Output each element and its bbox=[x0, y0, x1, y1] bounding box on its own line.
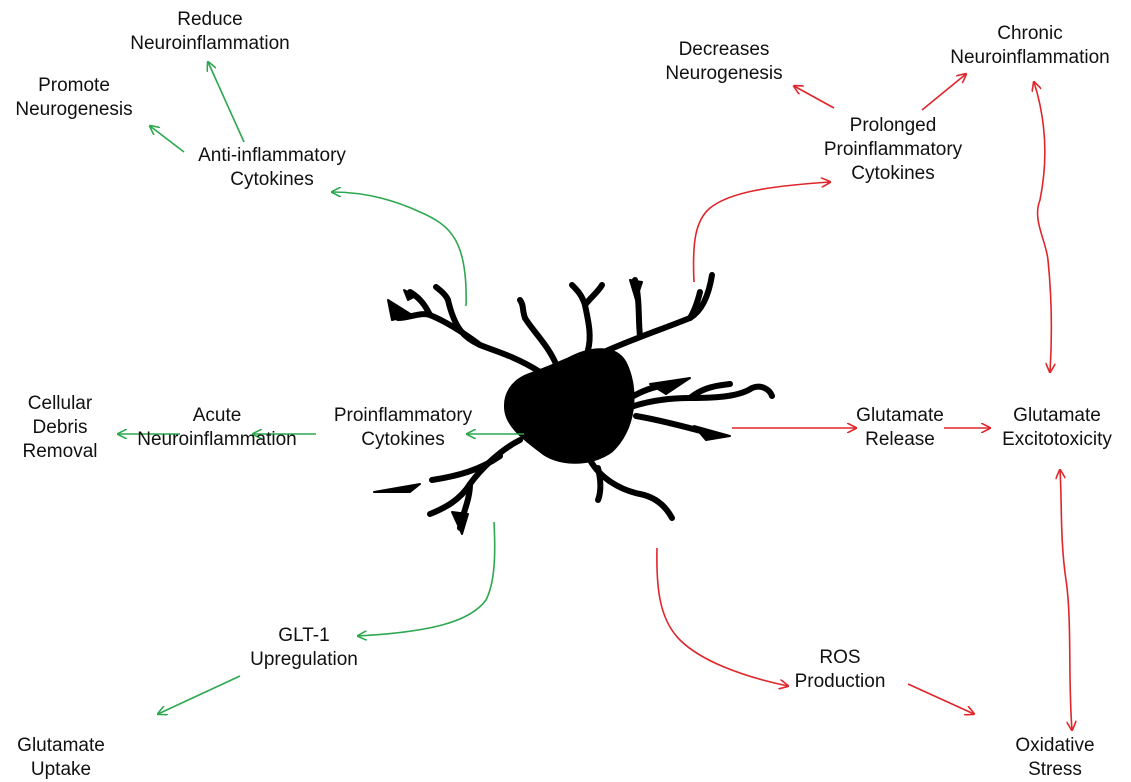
arrow-anti-inflammatory-to-reduce bbox=[208, 62, 244, 142]
label-line: ROS bbox=[795, 646, 886, 670]
label-line: Removal bbox=[23, 440, 98, 464]
label-prolonged-proinflammatory-cytokines: Prolonged Proinflammatory Cytokines bbox=[824, 114, 962, 186]
label-proinflammatory-cytokines: Proinflammatory Cytokines bbox=[334, 404, 472, 452]
label-line: Glutamate bbox=[856, 404, 944, 428]
label-acute-neuroinflammation: Acute Neuroinflammation bbox=[137, 404, 296, 452]
label-line: Upregulation bbox=[250, 648, 358, 672]
label-cellular-debris-removal: Cellular Debris Removal bbox=[23, 392, 98, 464]
label-glutamate-release: Glutamate Release bbox=[856, 404, 944, 452]
arrow-microglia-to-ros bbox=[657, 548, 788, 686]
arrow-microglia-to-anti-inflammatory bbox=[332, 192, 466, 306]
microglia-process-tip bbox=[650, 378, 690, 394]
label-oxidative-stress: Oxidative Stress bbox=[1015, 734, 1094, 782]
label-line: Release bbox=[856, 428, 944, 452]
arrow-ros-to-oxidative bbox=[908, 684, 974, 714]
label-line: Neuroinflammation bbox=[137, 428, 296, 452]
label-decreases-neurogenesis: Decreases Neurogenesis bbox=[665, 38, 782, 86]
label-line: Stress bbox=[1015, 758, 1094, 782]
arrow-prolonged-to-chronic bbox=[922, 74, 966, 110]
microglia-process-tip bbox=[452, 512, 468, 534]
label-line: Cytokines bbox=[824, 162, 962, 186]
arrow-chronic-excitotoxicity bbox=[1034, 82, 1051, 372]
label-line: Reduce bbox=[130, 8, 289, 32]
label-reduce-neuroinflammation: Reduce Neuroinflammation bbox=[130, 8, 289, 56]
label-line: Proinflammatory bbox=[334, 404, 472, 428]
label-line: Proinflammatory bbox=[824, 138, 962, 162]
label-line: Neuroinflammation bbox=[950, 46, 1109, 70]
label-chronic-neuroinflammation: Chronic Neuroinflammation bbox=[950, 22, 1109, 70]
label-line: Glutamate bbox=[17, 734, 105, 758]
arrow-anti-inflammatory-to-promote bbox=[150, 126, 184, 152]
label-line: GLT-1 bbox=[250, 624, 358, 648]
microglia-process-tip bbox=[374, 484, 420, 492]
label-line: Cytokines bbox=[198, 168, 346, 192]
arrow-microglia-to-glt1 bbox=[358, 522, 495, 636]
label-glt1-upregulation: GLT-1 Upregulation bbox=[250, 624, 358, 672]
label-line: Glutamate bbox=[1002, 404, 1112, 428]
label-line: Neurogenesis bbox=[665, 62, 782, 86]
label-line: Decreases bbox=[665, 38, 782, 62]
label-line: Promote bbox=[15, 74, 132, 98]
microglia-process bbox=[628, 384, 772, 434]
arrow-oxidative-excitotoxicity bbox=[1060, 470, 1072, 730]
label-line: Excitotoxicity bbox=[1002, 428, 1112, 452]
microglia-process bbox=[572, 275, 712, 352]
label-line: Production bbox=[795, 670, 886, 694]
label-line: Prolonged bbox=[824, 114, 962, 138]
label-glutamate-uptake: Glutamate Uptake bbox=[17, 734, 105, 782]
label-line: Acute bbox=[137, 404, 296, 428]
label-line: Debris bbox=[23, 416, 98, 440]
microglia-process bbox=[520, 300, 556, 364]
arrow-prolonged-to-decreases bbox=[794, 86, 834, 108]
label-line: Cellular bbox=[23, 392, 98, 416]
label-anti-inflammatory-cytokines: Anti-inflammatory Cytokines bbox=[198, 144, 346, 192]
label-line: Neuroinflammation bbox=[130, 32, 289, 56]
arrow-glt1-to-uptake bbox=[158, 676, 240, 714]
label-line: Anti-inflammatory bbox=[198, 144, 346, 168]
label-line: Oxidative bbox=[1015, 734, 1094, 758]
label-glutamate-excitotoxicity: Glutamate Excitotoxicity bbox=[1002, 404, 1112, 452]
microglia-process-tip bbox=[694, 426, 730, 440]
label-line: Chronic bbox=[950, 22, 1109, 46]
label-line: Uptake bbox=[17, 758, 105, 782]
label-ros-production: ROS Production bbox=[795, 646, 886, 694]
label-line: Neurogenesis bbox=[15, 98, 132, 122]
arrow-microglia-to-prolonged bbox=[694, 182, 830, 282]
label-promote-neurogenesis: Promote Neurogenesis bbox=[15, 74, 132, 122]
label-line: Cytokines bbox=[334, 428, 472, 452]
